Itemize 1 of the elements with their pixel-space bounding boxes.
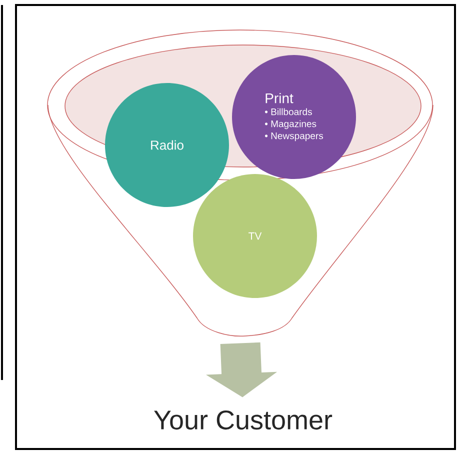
title-text: Your Customer	[154, 410, 332, 430]
